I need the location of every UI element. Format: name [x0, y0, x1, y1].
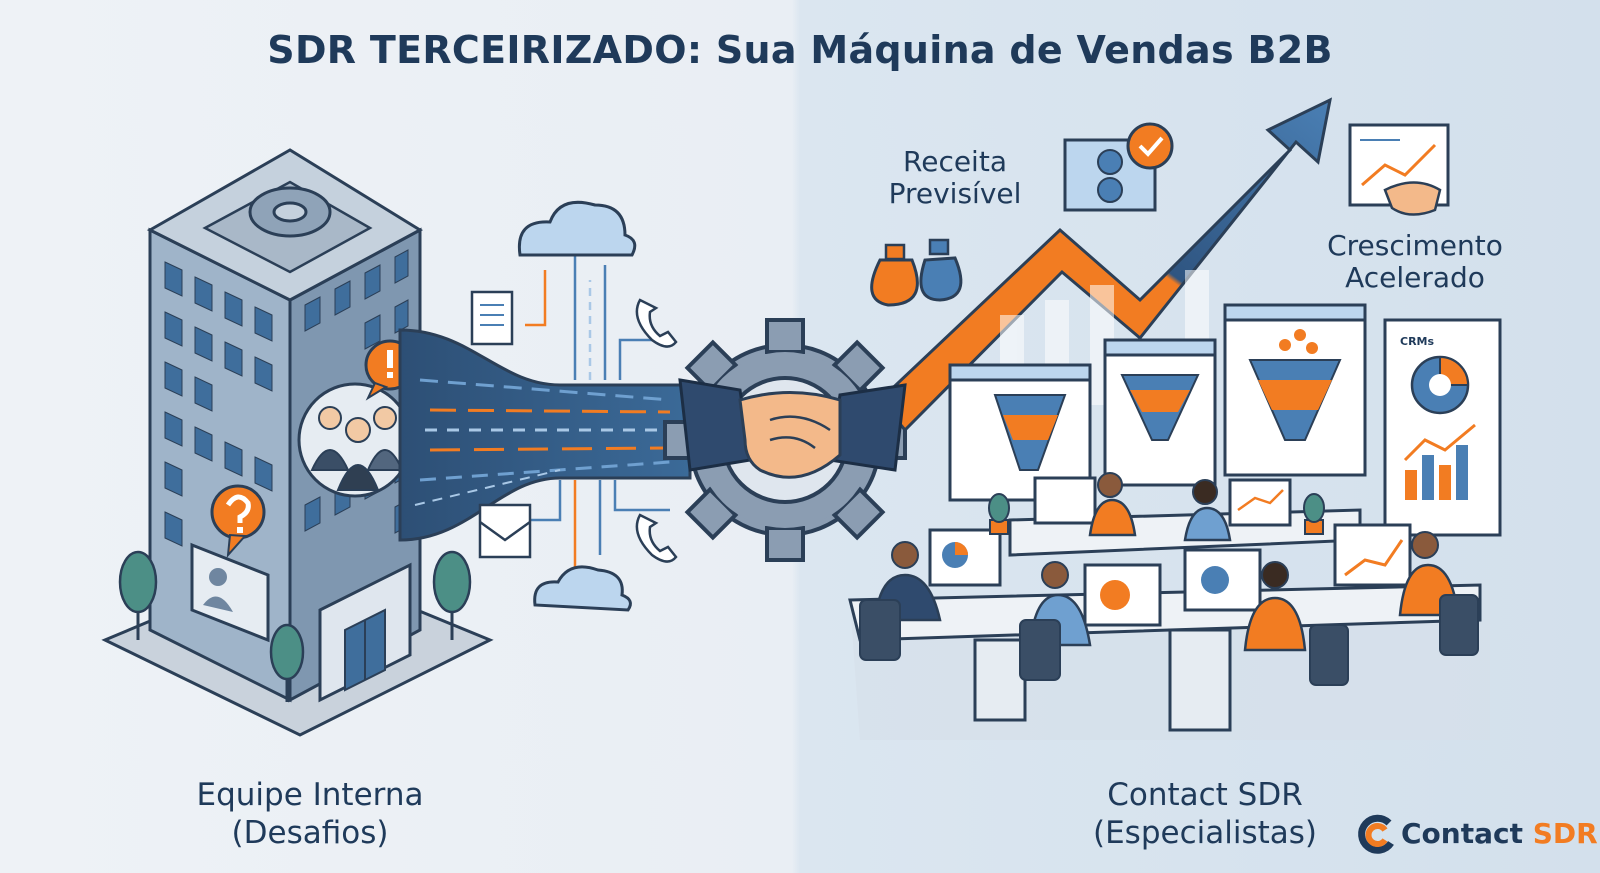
right-caption-line2: (Especialistas)	[1092, 815, 1317, 851]
left-caption-line1: Equipe Interna	[196, 777, 424, 813]
receita-line2: Previsível	[888, 177, 1022, 210]
building-entrance	[318, 562, 412, 703]
handshake-icon	[678, 378, 907, 479]
team-people-icon	[297, 382, 413, 498]
brand-icon	[1358, 814, 1394, 854]
data-stream	[398, 328, 692, 542]
office-chairs	[859, 594, 1479, 686]
right-caption-line1: Contact SDR	[1107, 777, 1303, 813]
left-caption: Equipe Interna (Desafios)	[160, 776, 460, 852]
money-bags-icon	[870, 238, 963, 307]
receita-previsivel-label: Receita Previsível	[855, 146, 1055, 210]
cash-check-icon	[1063, 122, 1174, 212]
phone-icon	[635, 298, 678, 563]
brand-name-part1: Contact	[1401, 817, 1523, 850]
crescimento-line2: Acelerado	[1345, 261, 1485, 294]
crescimento-acelerado-label: Crescimento Acelerado	[1300, 230, 1530, 294]
email-icon	[478, 503, 532, 559]
growth-arrow	[877, 97, 1333, 433]
crm-label: CRMs	[1400, 335, 1434, 348]
cloud-icon	[517, 200, 637, 612]
left-caption-line2: (Desafios)	[231, 815, 389, 851]
gear-icon	[248, 186, 332, 238]
brand-name: Contact SDR	[1401, 817, 1598, 850]
crescimento-line1: Crescimento	[1327, 229, 1503, 262]
tree-icon	[118, 550, 472, 702]
question-bubble-icon	[210, 484, 266, 558]
brand-name-part2: SDR	[1532, 817, 1598, 850]
plant-icon	[988, 493, 1325, 535]
profile-card-icon	[190, 542, 270, 643]
funnel-dashboard	[948, 303, 1367, 502]
office-floor	[848, 508, 1490, 740]
page-title: SDR TERCEIRIZADO: Sua Máquina de Vendas …	[267, 28, 1333, 72]
chart-handshake-icon	[1348, 123, 1450, 216]
document-icon	[470, 290, 514, 346]
right-caption: Contact SDR (Especialistas)	[1065, 776, 1345, 852]
brand-logo: Contact SDR	[1355, 813, 1598, 857]
monitor-icon	[928, 476, 1412, 627]
crm-dashboard	[1383, 318, 1502, 537]
receita-line1: Receita	[903, 145, 1007, 178]
